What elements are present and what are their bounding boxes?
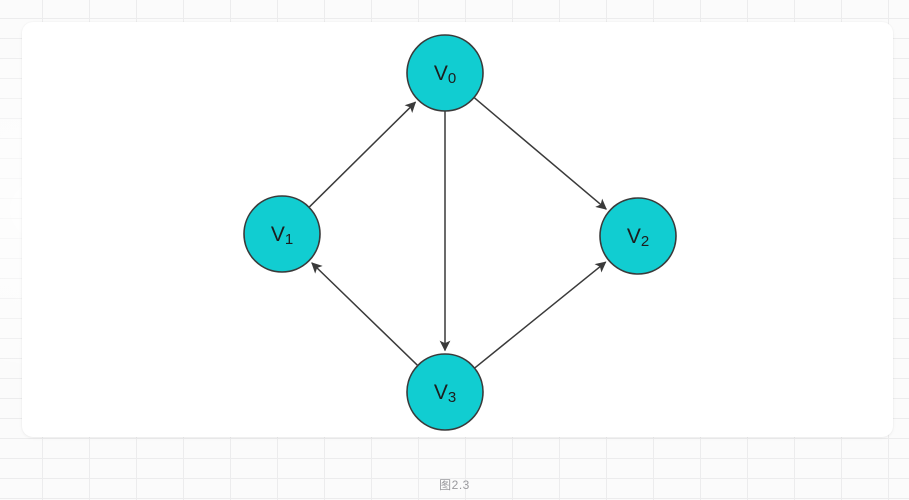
node-label-v2: V2: [627, 225, 649, 250]
node-circle-v3: [406, 353, 484, 431]
node-label-v3: V3: [434, 381, 456, 406]
graph-edge-v1-v0: [308, 101, 417, 208]
graph-edges-layer: [308, 97, 607, 369]
node-circle-v1: [243, 195, 321, 273]
graph-node-v0[interactable]: V0: [406, 34, 484, 112]
graph-edge-v3-v2: [474, 261, 607, 369]
node-label-v0: V0: [434, 62, 456, 87]
graph-node-v3[interactable]: V3: [406, 353, 484, 431]
graph-edge-v3-v1: [311, 262, 418, 366]
figure-caption: 图2.3: [439, 478, 470, 492]
node-circle-v2: [599, 197, 677, 275]
graph-node-v2[interactable]: V2: [599, 197, 677, 275]
node-circle-v0: [406, 34, 484, 112]
node-label-v1: V1: [271, 223, 293, 248]
graph-node-v1[interactable]: V1: [243, 195, 321, 273]
graph-edge-v0-v2: [473, 97, 607, 210]
